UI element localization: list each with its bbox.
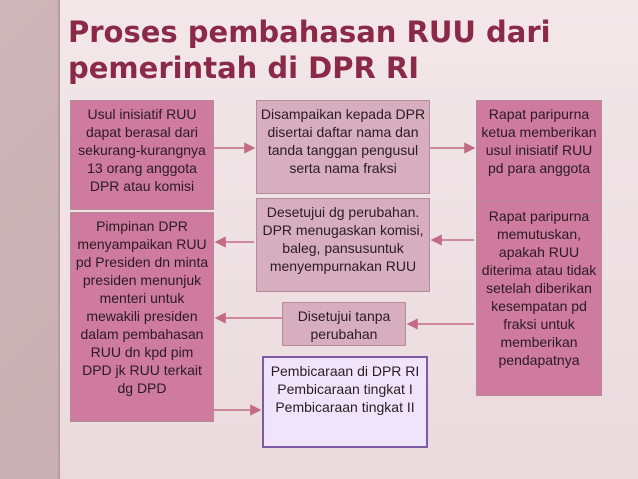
title-line-1: Proses pembahasan RUU dari [68, 15, 551, 49]
box-pimpinan-dpr: Pimpinan DPR menyampaikan RUU pd Preside… [70, 212, 214, 422]
box-disetujui-perubahan: Desetujui dg perubahan. DPR menugaskan k… [256, 198, 430, 292]
box-pembicaraan: Pembicaraan di DPR RI Pembicaraan tingka… [262, 356, 428, 448]
box-rapat-paripurna-1: Rapat paripurna ketua memberikan usul in… [476, 100, 602, 204]
title-line-2: pemerintah di DPR RI [68, 51, 420, 85]
box-disampaikan: Disampaikan kepada DPR disertai daftar n… [256, 100, 430, 194]
box-disetujui-tanpa-perubahan: Disetujui tanpa perubahan [282, 302, 406, 346]
slide-title: Proses pembahasan RUU dari pemerintah di… [68, 14, 588, 86]
box-usul-inisiatif: Usul inisiatif RUU dapat berasal dari se… [70, 100, 214, 210]
box-rapat-paripurna-2: Rapat paripurna memutuskan, apakah RUU d… [476, 200, 602, 396]
